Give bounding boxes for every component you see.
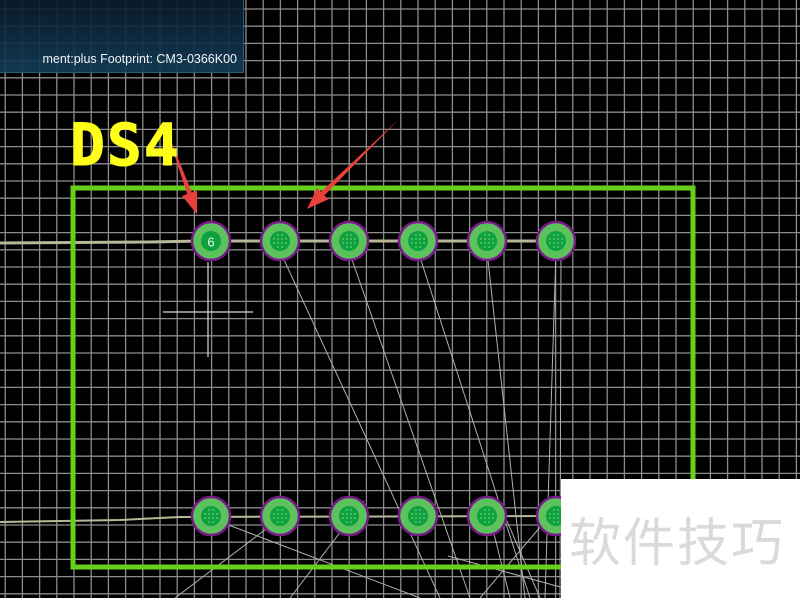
ratsnest-line	[417, 250, 531, 598]
annotation-arrows	[165, 119, 399, 214]
ratsnest-line	[544, 250, 557, 598]
pad[interactable]	[190, 220, 232, 262]
ratsnest-line	[506, 520, 541, 598]
pad[interactable]	[535, 220, 577, 262]
pad[interactable]	[466, 220, 508, 262]
ratsnest-line	[486, 250, 526, 598]
watermark-text: 软件技巧	[569, 514, 786, 574]
ratsnest-line	[479, 525, 542, 598]
annotation-arrow	[165, 126, 197, 214]
ratsnest-line	[225, 523, 421, 598]
component-designator[interactable]: DS4	[70, 111, 181, 180]
pad[interactable]	[328, 220, 370, 262]
pad-number-label: 6	[207, 234, 215, 250]
pad[interactable]	[259, 220, 301, 262]
annotation-arrow	[307, 119, 399, 209]
pad[interactable]	[328, 495, 370, 537]
traces	[0, 239, 557, 523]
pad[interactable]	[397, 220, 439, 262]
watermark: 软件技巧	[561, 479, 800, 598]
pad[interactable]	[397, 495, 439, 537]
ratsnest-lines	[174, 250, 601, 598]
footprint-info-text: ment:plus Footprint: CM3-0366K00	[42, 52, 237, 66]
pad[interactable]	[259, 495, 301, 537]
pad[interactable]	[466, 495, 508, 537]
component-info-panel: ment:plus Footprint: CM3-0366K00	[0, 0, 244, 73]
ratsnest-line	[279, 250, 441, 598]
pad[interactable]	[190, 495, 232, 537]
ratsnest-line	[559, 250, 562, 598]
cursor-crosshair	[163, 262, 253, 357]
ratsnest-line	[491, 525, 511, 598]
ratsnest-line	[174, 525, 271, 598]
component-outline[interactable]	[70, 185, 696, 570]
ratsnest-line	[348, 250, 471, 598]
